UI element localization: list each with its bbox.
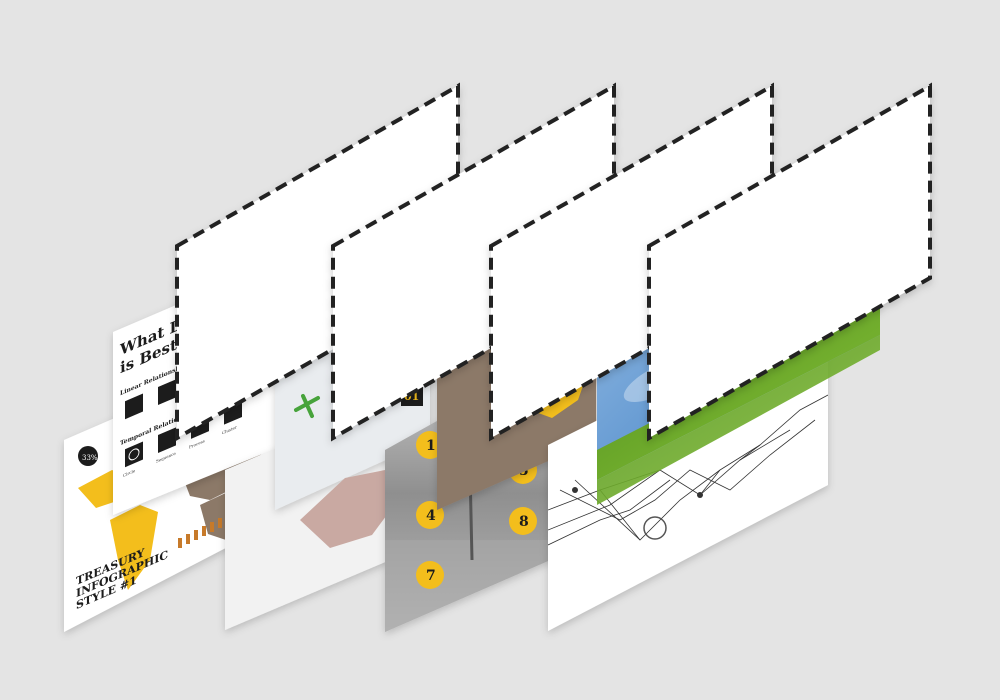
people-icons	[178, 518, 222, 548]
anatomy-image	[300, 470, 398, 548]
map-south-america-shape	[110, 505, 158, 590]
number-circle-8	[509, 507, 537, 535]
network-node	[572, 487, 578, 493]
map-badge-label: 33%	[82, 454, 98, 462]
green-x-icon	[294, 394, 320, 418]
icon-label-circle: Circle	[123, 468, 136, 478]
circle-diagram-icon	[125, 441, 143, 468]
icon-label-process: Process	[189, 438, 205, 450]
globe-icon	[643, 516, 667, 540]
tile-icon-1	[125, 393, 143, 420]
network-lines	[548, 394, 828, 546]
icon-label-cluster: Cluster	[222, 424, 237, 435]
tile-icon-2	[158, 379, 176, 406]
number-label-4: 4	[426, 508, 436, 524]
number-label-1: 1	[426, 438, 436, 454]
number-label-7: 7	[426, 568, 436, 584]
sequence-diagram-icon	[158, 427, 176, 454]
map-badge-circle	[78, 446, 98, 466]
network-node	[697, 492, 703, 498]
number-label-8: 8	[519, 514, 529, 530]
placeholder-frame-4	[647, 82, 932, 442]
number-circle-7	[416, 561, 444, 589]
